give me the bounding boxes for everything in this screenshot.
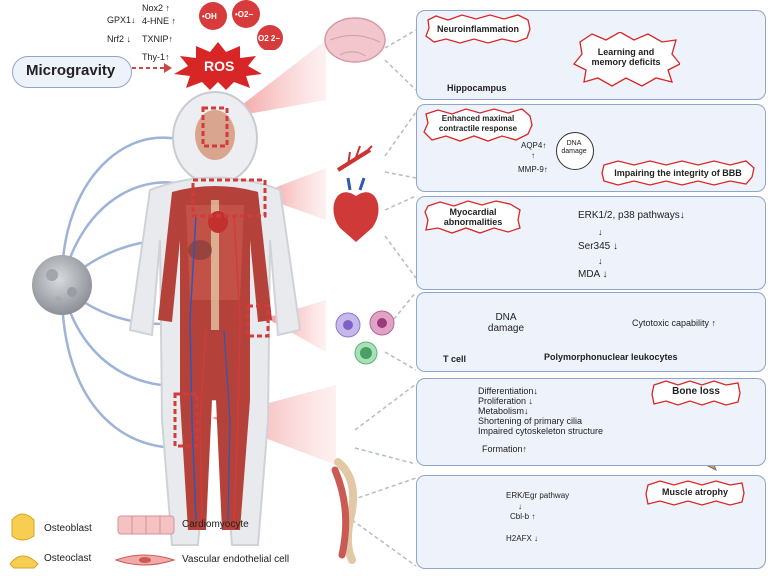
hippocampus-label: Hippocampus (447, 83, 507, 93)
bone-item-cytoskeleton: Impaired cytoskeleton structure (478, 426, 604, 436)
immune-cells-icon (335, 310, 395, 365)
cardiac-arrow-1: ↓ (598, 227, 603, 237)
aqp4-marker: AQP4↑ (521, 141, 547, 150)
microgravity-arrow (132, 63, 172, 73)
heart-icon (333, 177, 379, 242)
cardiac-line-mda: MDA ↓ (578, 269, 608, 280)
mmp9-marker: MMP-9↑ (518, 165, 548, 174)
muscle-outcome: Muscle atrophy (661, 487, 728, 497)
microgravity-badge (12, 56, 132, 88)
panel-immune (416, 292, 766, 372)
muscle-pathway: ERK/Egr pathway (506, 491, 570, 500)
muscle-arrow: ↓ (518, 502, 522, 511)
highlight-beams (212, 40, 336, 465)
ros-species-o2: •O2− (235, 10, 254, 19)
bbb-outcome-burst (601, 160, 755, 186)
ros-starburst (174, 42, 262, 90)
cardiac-title-burst (424, 200, 521, 234)
cardiac-line-erk: ERK1/2, p38 pathways↓ (578, 210, 685, 221)
t-cell-label: T cell (443, 354, 467, 364)
cytotoxic-label: Cytotoxic capability ↑ (632, 318, 717, 328)
bone-outcome: Bone loss (672, 386, 720, 397)
ros-species (199, 0, 283, 50)
cardiac-line-ser345: Ser345 ↓ (578, 241, 619, 252)
bbb-outcome: Impairing the integrity of BBB (614, 168, 742, 178)
bone-item-differentiation: Differentiation↓ (478, 386, 538, 396)
neuro-outcome-burst (572, 32, 680, 87)
aqp4-arrow: ↑ (531, 151, 535, 160)
ros-marker-nrf2: Nrf2 ↓ (107, 34, 132, 44)
bbb-title-burst (423, 108, 533, 142)
pmn-label: Polymorphonuclear leukocytes (544, 352, 678, 362)
bbb-dna-label: DNA damage (561, 140, 587, 155)
ros-marker-nox2: Nox2 ↑ (142, 3, 171, 13)
muscle-cblb: Cbl-b ↑ (510, 512, 536, 521)
cardiac-arrow-2: ↓ (598, 256, 603, 266)
ros-species-oh: •OH (202, 12, 217, 21)
muscle-h2afx: H2AFX ↓ (506, 534, 539, 543)
bone-item-metabolism: Metabolism↓ (478, 406, 529, 416)
microgravity-label: Microgravity (26, 62, 116, 79)
region-highlight-boxes (173, 106, 270, 448)
muscle-outcome-burst (645, 480, 745, 506)
ros-species-o2-2: O2 2− (258, 34, 281, 43)
neuro-title-burst (425, 14, 531, 44)
ros-marker-thy1: Thy-1↑ (142, 52, 170, 62)
ros-marker-gpx1: GPX1↓ (107, 15, 136, 25)
ros-marker-4hne: 4-HNE ↑ (142, 16, 177, 26)
cardiac-title: Myocardial abnormalities (443, 207, 503, 227)
bone-outcome-burst (651, 380, 741, 406)
legend-osteoclast-icon (9, 555, 39, 569)
legend-osteoblast: Osteoblast (44, 523, 92, 534)
ros-label: ROS (204, 58, 235, 74)
legend-endothelial: Vascular endothelial cell (182, 554, 290, 565)
neuro-outcome: Learning and memory deficits (591, 47, 661, 67)
legend-endothelial-icon (114, 554, 176, 566)
connector-lines (351, 29, 417, 567)
bbb-dna-circle (556, 132, 594, 170)
bbb-title: Enhanced maximal contractile response (438, 114, 518, 133)
legend-osteoblast-icon (11, 513, 35, 541)
legend-cardiomyocyte-icon (117, 515, 175, 535)
bone-muscle-icon (331, 458, 358, 564)
ros-marker-txnip: TXNIP↑ (142, 34, 174, 44)
legend-osteoclast: Osteoclast (44, 553, 92, 564)
bone-item-proliferation: Proliferation ↓ (478, 396, 534, 406)
vessel-icon (336, 145, 373, 172)
legend-cardiomyocyte: Cardiomyocyte (182, 519, 249, 530)
brain-icon (324, 17, 386, 63)
moon-illustration (32, 255, 92, 315)
bone-item-cilia: Shortening of primary cilia (478, 416, 583, 426)
astronaut-body (128, 91, 302, 546)
neuro-title: Neuroinflammation (436, 24, 519, 34)
bone-formation: Formation↑ (482, 444, 528, 454)
immune-dna-label: DNA damage (487, 312, 525, 334)
